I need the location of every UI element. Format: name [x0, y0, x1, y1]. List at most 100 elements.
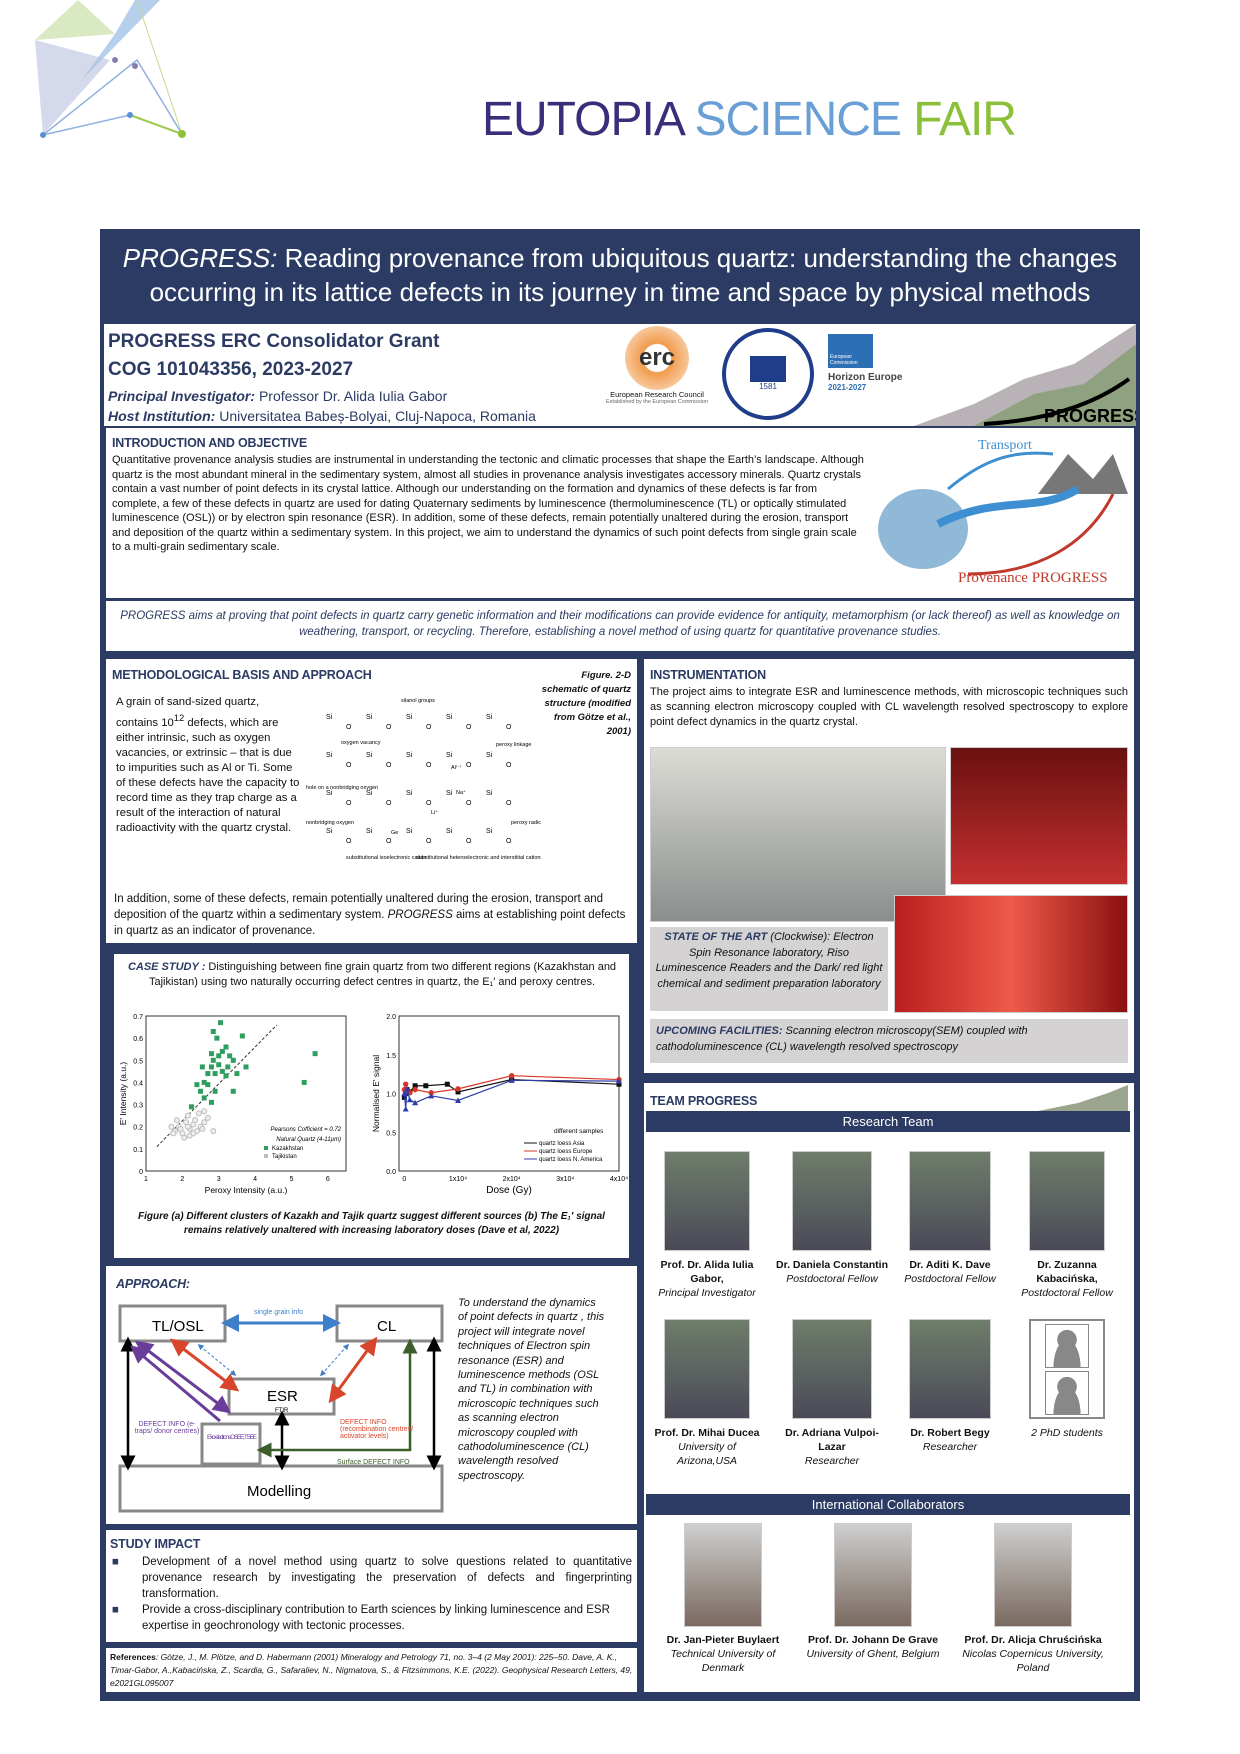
data-point: [181, 1134, 188, 1141]
x-tick-label: 1: [144, 1176, 148, 1183]
node-tl-osl: TL/OSL: [152, 1318, 204, 1335]
approach-text: To understand the dynamics of point defe…: [458, 1297, 605, 1482]
title-banner: PROGRESS: Reading provenance from ubiqui…: [100, 232, 1140, 322]
data-point: [301, 1079, 307, 1085]
svg-text:O: O: [426, 762, 432, 769]
svg-text:Si: Si: [446, 828, 453, 835]
pi-label: Principal Investigator:: [108, 388, 256, 404]
svg-text:O: O: [466, 762, 472, 769]
svg-text:O: O: [386, 800, 392, 807]
figure-caption: Figure. 2-D schematic of quartz structur…: [541, 670, 631, 737]
data-point: [194, 1082, 200, 1088]
impact-item: ■Development of a novel method using qua…: [112, 1556, 632, 1600]
collaborator-photo: [994, 1523, 1072, 1627]
svg-text:Si: Si: [446, 714, 453, 721]
data-point: [168, 1123, 175, 1130]
legend-entry: quartz loess N. America: [539, 1157, 603, 1163]
data-point: [406, 1096, 413, 1103]
svg-text:Si: Si: [486, 828, 493, 835]
data-point: [177, 1125, 184, 1132]
x-tick-label: 4: [253, 1176, 257, 1183]
data-point: [455, 1086, 461, 1092]
data-point: [243, 1064, 249, 1070]
legend-marker: [264, 1154, 268, 1158]
svg-text:Si: Si: [406, 790, 413, 797]
x-tick-label: 4x10⁴: [610, 1176, 628, 1183]
data-point: [201, 1079, 207, 1085]
svg-text:O: O: [506, 724, 512, 731]
data-point: [201, 1108, 208, 1115]
svg-text:Si: Si: [326, 752, 333, 759]
svg-text:Si: Si: [326, 828, 333, 835]
quartz-structure-schematic: SiOSiOSiOSiOSiOSiOSiOSiOSiOSiOSiOSiOSiOS…: [306, 698, 541, 861]
erc-name: European Research Council: [610, 390, 704, 399]
data-point: [205, 1071, 211, 1077]
x-tick-label: 2x10⁴: [503, 1176, 521, 1183]
host-value: Universitatea Babeș-Bolyai, Cluj-Napoca,…: [219, 408, 536, 424]
schematic-label: peroxy radical: [511, 820, 541, 826]
impact-heading: STUDY IMPACT: [110, 1537, 201, 1551]
legend-entry: Tajikistan: [272, 1154, 297, 1160]
data-point: [403, 1081, 409, 1087]
legend-entry: quartz loess Asia: [539, 1141, 585, 1147]
data-point: [184, 1112, 191, 1119]
data-point: [402, 1106, 409, 1112]
ubb-seal: 1581: [722, 328, 814, 420]
title-line-1: Reading provenance from ubiquitous quart…: [284, 243, 1118, 273]
svg-text:Si: Si: [366, 790, 373, 797]
data-point: [195, 1110, 202, 1117]
data-point: [508, 1077, 515, 1083]
data-point: [239, 1033, 245, 1039]
y-axis-label: E' Intensity (a.u.): [118, 1062, 128, 1126]
collaborator-photo: [684, 1523, 762, 1627]
svg-text:O: O: [506, 800, 512, 807]
svg-text:O: O: [506, 762, 512, 769]
y-tick-label: 0.0: [386, 1169, 396, 1176]
x-axis-label: Dose (Gy): [486, 1185, 532, 1196]
svg-text:O: O: [346, 762, 352, 769]
node-modelling: Modelling: [247, 1483, 311, 1500]
approach-diagram: TL/OSL CL ESR FTIR Modelling single grai…: [118, 1304, 444, 1513]
impact-section: STUDY IMPACT ■Development of a novel met…: [106, 1530, 637, 1642]
team-member-photo: [664, 1151, 750, 1251]
network-graphic: [35, 0, 186, 138]
data-point: [412, 1086, 418, 1093]
host-label: Host Institution:: [108, 408, 216, 424]
data-point: [216, 1053, 222, 1059]
team-section: TEAM PROGRESS Research Team Prof. Dr. Al…: [644, 1083, 1134, 1692]
data-point: [225, 1064, 231, 1070]
annotation: Pearsons Cofficient = 0.72: [270, 1127, 341, 1133]
data-point: [190, 1130, 197, 1137]
team-member-photo: [792, 1151, 872, 1251]
data-point: [212, 1071, 218, 1077]
research-team-banner: Research Team: [646, 1111, 1130, 1132]
label-surface: Surface DEFECT INFO: [337, 1459, 410, 1466]
team-heading: TEAM PROGRESS: [650, 1094, 758, 1108]
grant-name: PROGRESS ERC Consolidator Grant: [108, 331, 440, 352]
schematic-label: hole on a nonbridging oxygen: [306, 785, 378, 791]
data-point: [210, 1029, 216, 1034]
data-point: [508, 1072, 515, 1079]
collaborator-photo: [834, 1523, 912, 1627]
svg-text:Si: Si: [326, 790, 333, 797]
y-tick-label: 0.7: [133, 1014, 143, 1021]
y-tick-label: 2.0: [386, 1014, 396, 1021]
data-point: [210, 1128, 217, 1135]
title-lead: PROGRESS:: [122, 243, 278, 273]
case-study-text: CASE STUDY : Distinguishing between fine…: [127, 961, 617, 988]
svg-text:O: O: [386, 838, 392, 845]
plot-frame: [398, 1015, 620, 1172]
data-point: [223, 1073, 229, 1079]
legend-entry: Kazakhstan: [272, 1146, 303, 1152]
y-tick-label: 0.3: [133, 1103, 143, 1110]
node-cl: CL: [377, 1318, 396, 1335]
data-point: [312, 1051, 318, 1057]
legend-entry: quartz loess Europe: [539, 1149, 593, 1155]
schematic-label: Al⁽⁻⁾: [451, 764, 462, 771]
label-single-grain: single grain info: [254, 1309, 303, 1316]
